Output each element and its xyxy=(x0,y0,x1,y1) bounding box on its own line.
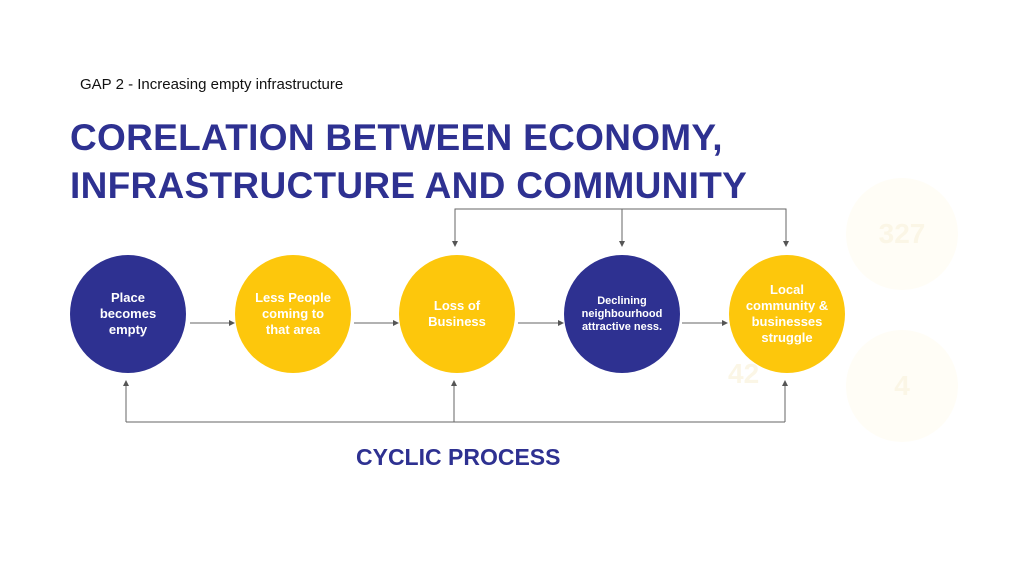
step-label: Local community & businesses struggle xyxy=(745,282,829,345)
subtitle: GAP 2 - Increasing empty infrastructure xyxy=(80,76,344,93)
step-declining-attractiveness: Declining neighbourhood attractive ness. xyxy=(564,255,680,373)
top-bracket xyxy=(454,208,787,246)
step-community-struggle: Local community & businesses struggle xyxy=(729,255,845,373)
step-loss-of-business: Loss of Business xyxy=(399,255,515,373)
faint-circle: 4 xyxy=(846,330,958,442)
faint-number: 327 xyxy=(878,218,926,249)
page-title: CORELATION BETWEEN ECONOMY, INFRASTRUCTU… xyxy=(70,114,747,210)
title-line-1: CORELATION BETWEEN ECONOMY, xyxy=(70,117,723,158)
step-less-people: Less People coming to that area xyxy=(235,255,351,373)
step-place-becomes-empty: Place becomes empty xyxy=(70,255,186,373)
faint-number: 4 xyxy=(894,370,910,401)
step-label: Less People coming to that area xyxy=(255,290,331,337)
cycle-label: CYCLIC PROCESS xyxy=(356,444,561,470)
step-label: Place becomes empty xyxy=(99,290,157,337)
title-line-2: INFRASTRUCTURE AND COMMUNITY xyxy=(70,165,748,206)
step-label: Loss of Business xyxy=(428,298,486,329)
faint-circle: 327 xyxy=(846,178,958,290)
step-label: Declining neighbourhood attractive ness. xyxy=(581,294,663,333)
